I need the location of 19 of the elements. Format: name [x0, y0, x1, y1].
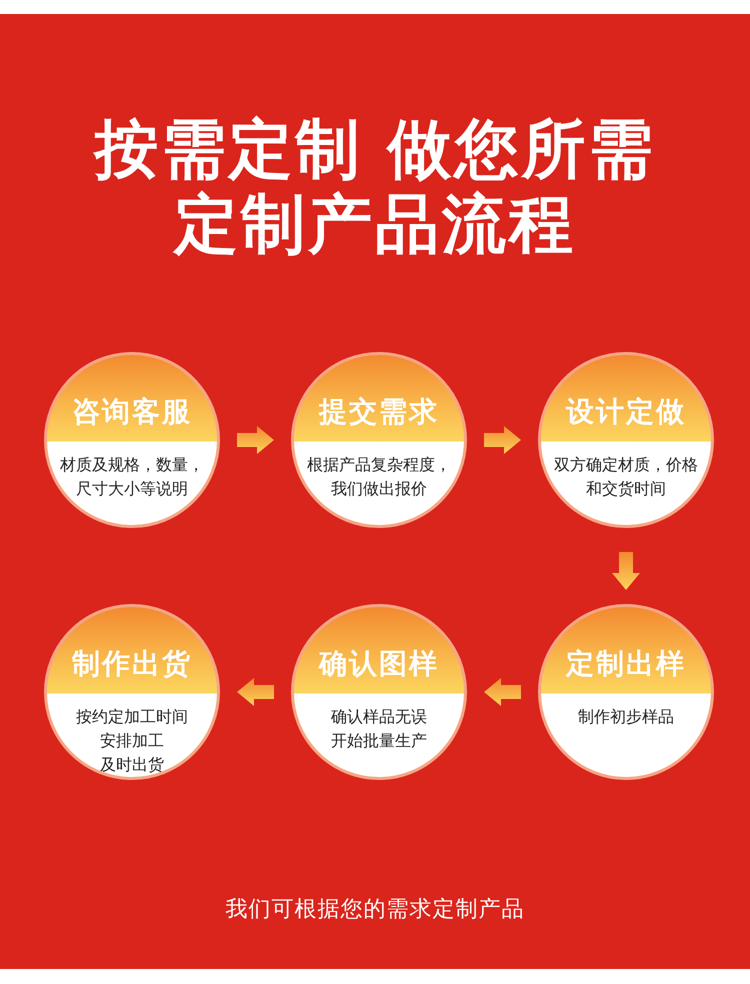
arrow	[484, 678, 521, 706]
step-description: 制作初步样品	[578, 706, 674, 728]
step-title: 确认图样	[319, 647, 439, 681]
step-title: 制作出货	[72, 647, 192, 681]
step-description: 按约定加工时间安排加工及时出货	[76, 706, 188, 776]
arrow	[484, 426, 521, 454]
step-description: 材质及规格，数量，尺寸大小等说明	[60, 454, 204, 500]
step-description: 根据产品复杂程度，我们做出报价	[307, 454, 451, 500]
step-description: 确认样品无误开始批量生产	[331, 706, 427, 752]
arrow	[237, 426, 274, 454]
caption-text: 我们可根据您的需求定制产品	[226, 896, 524, 924]
page-title: 按需定制 做您所需定制产品流程	[94, 113, 656, 263]
step-title: 咨询客服	[72, 395, 192, 429]
step-title: 提交需求	[319, 395, 439, 429]
step-description: 双方确定材质，价格和交货时间	[554, 454, 698, 500]
arrow	[237, 678, 274, 706]
arrow	[612, 552, 640, 590]
step-title: 设计定做	[566, 395, 686, 429]
step-title: 定制出样	[566, 647, 686, 681]
